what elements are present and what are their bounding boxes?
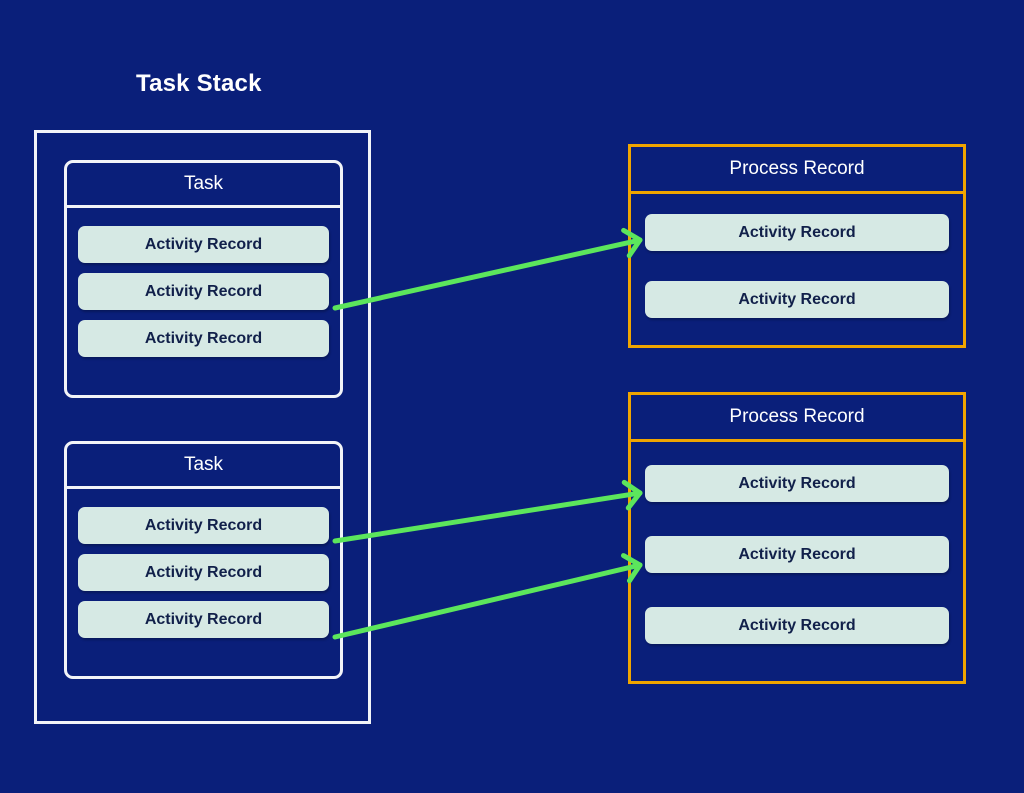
process-record-1-header: Process Record [631,147,963,194]
task-box-1-body: Activity Record Activity Record Activity… [67,208,340,374]
process-record-box-1[interactable]: Process Record Activity Record Activity … [628,144,966,348]
process-record-2-header: Process Record [631,395,963,442]
task1-activity-record-1[interactable]: Activity Record [78,226,329,263]
process1-activity-record-1[interactable]: Activity Record [645,214,949,251]
task-box-2-header: Task [67,444,340,489]
process1-activity-record-2[interactable]: Activity Record [645,281,949,318]
arrow-task2-activity3-to-process2-activity2 [332,553,643,640]
task-box-1-header: Task [67,163,340,208]
arrow-task1-activity2-to-process1-activity1 [332,227,643,311]
task-box-1[interactable]: Task Activity Record Activity Record Act… [64,160,343,398]
process2-activity-record-3[interactable]: Activity Record [645,607,949,644]
process2-activity-record-1[interactable]: Activity Record [645,465,949,502]
task2-activity-record-2[interactable]: Activity Record [78,554,329,591]
task2-activity-record-1[interactable]: Activity Record [78,507,329,544]
process-record-1-body: Activity Record Activity Record [631,194,963,338]
page-title: Task Stack [136,70,262,97]
task2-activity-record-3[interactable]: Activity Record [78,601,329,638]
arrow-task2-activity1-to-process2-activity1 [332,479,643,544]
task-box-2[interactable]: Task Activity Record Activity Record Act… [64,441,343,679]
process-record-box-2[interactable]: Process Record Activity Record Activity … [628,392,966,684]
task1-activity-record-2[interactable]: Activity Record [78,273,329,310]
process2-activity-record-2[interactable]: Activity Record [645,536,949,573]
task-stack-container [34,130,371,724]
task1-activity-record-3[interactable]: Activity Record [78,320,329,357]
process-record-2-body: Activity Record Activity Record Activity… [631,442,963,664]
task-box-2-body: Activity Record Activity Record Activity… [67,489,340,655]
